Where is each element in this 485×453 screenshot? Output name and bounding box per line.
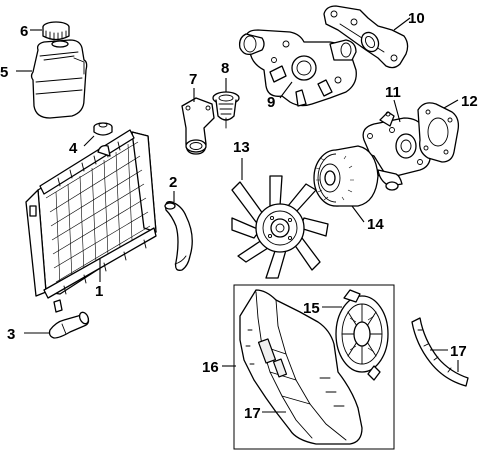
- callout-4: 4: [69, 140, 78, 157]
- radiator-cap[interactable]: [93, 122, 113, 136]
- callout-labels: 1 2 3 4 5 6 7 8 9 10 11 12 13 14 15 16 1…: [0, 10, 478, 422]
- fan-clutch[interactable]: [313, 145, 379, 207]
- callout-13: 13: [233, 139, 250, 156]
- fan-motor[interactable]: [335, 289, 389, 381]
- callout-2: 2: [169, 174, 177, 191]
- callout-10: 10: [408, 10, 425, 27]
- leader-lines: [16, 17, 459, 413]
- callout-12: 12: [461, 93, 478, 110]
- bypass-flange[interactable]: [323, 5, 409, 69]
- callout-7: 7: [189, 71, 197, 88]
- thermostat-housing[interactable]: [181, 97, 215, 155]
- water-outlet-housing[interactable]: [238, 29, 357, 107]
- fan-shroud[interactable]: [239, 289, 363, 445]
- callout-6: 6: [20, 23, 28, 40]
- callout-14: 14: [367, 216, 384, 233]
- callout-8: 8: [221, 60, 229, 77]
- callout-16: 16: [202, 359, 219, 376]
- radiator[interactable]: [25, 129, 157, 313]
- reservoir-cap[interactable]: [42, 21, 70, 41]
- shroud-group-box: [233, 284, 395, 450]
- callout-15: 15: [303, 300, 320, 317]
- shroud-seal-right[interactable]: [411, 317, 469, 387]
- callout-3: 3: [7, 326, 15, 343]
- callout-5: 5: [0, 64, 8, 81]
- fan-blade[interactable]: [231, 175, 329, 279]
- lower-hose[interactable]: [48, 311, 91, 339]
- thermostat[interactable]: [212, 91, 240, 129]
- coolant-reservoir[interactable]: [30, 39, 88, 119]
- callout-9: 9: [267, 94, 275, 111]
- upper-hose[interactable]: [164, 201, 193, 271]
- callout-17-shroud: 17: [244, 405, 261, 422]
- callout-1: 1: [95, 283, 103, 300]
- pump-gasket[interactable]: [417, 102, 460, 163]
- callout-17-seal: 17: [450, 343, 467, 360]
- callout-11: 11: [385, 84, 401, 101]
